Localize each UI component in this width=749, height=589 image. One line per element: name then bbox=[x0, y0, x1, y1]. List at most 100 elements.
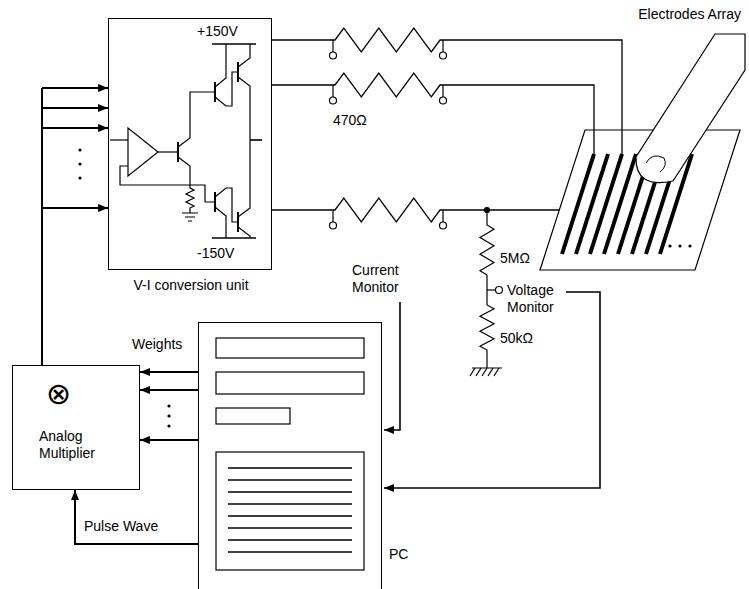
supply-label: -150V bbox=[197, 245, 234, 262]
multiplier-title-slot: Analog Multiplier bbox=[39, 428, 131, 462]
pc-panel bbox=[216, 408, 290, 424]
signal-connector bbox=[75, 490, 198, 544]
ellipsis-dot bbox=[678, 244, 681, 247]
pc-caption-slot: PC bbox=[389, 546, 408, 563]
transistor-symbol bbox=[237, 62, 239, 82]
current-monitor-arrow bbox=[384, 302, 400, 430]
circuit-wire bbox=[215, 72, 238, 106]
resistor-value: 5MΩ bbox=[500, 250, 530, 267]
terminal-circle bbox=[330, 52, 337, 59]
monitor-label-slot: Voltage Monitor bbox=[507, 282, 569, 316]
monitor-wires bbox=[384, 292, 600, 488]
connector-line bbox=[272, 198, 559, 222]
connector-line bbox=[42, 127, 108, 129]
voltage-monitor-arrow bbox=[384, 292, 600, 488]
ellipsis-dot bbox=[78, 148, 81, 151]
transistor-symbol bbox=[214, 82, 216, 102]
edge-label-slot: Weights bbox=[130, 336, 184, 353]
finger-illustration bbox=[636, 34, 745, 183]
pc-caption: PC bbox=[389, 546, 408, 563]
test-terminals bbox=[330, 40, 447, 229]
multiplier-box: ⊗ Analog Multiplier bbox=[12, 365, 140, 490]
voltage-divider bbox=[470, 208, 503, 377]
circuit-wire bbox=[238, 227, 250, 238]
ellipsis-dot bbox=[167, 414, 170, 417]
connector-line bbox=[140, 371, 198, 373]
pc-panels bbox=[216, 338, 364, 570]
ellipsis-dot bbox=[78, 162, 81, 165]
supply-rail bbox=[212, 237, 256, 239]
screen-lines bbox=[228, 468, 352, 552]
edge-label: Pulse Wave bbox=[82, 518, 160, 535]
multiply-symbol: ⊗ bbox=[46, 378, 71, 410]
ellipsis-dot bbox=[167, 424, 170, 427]
pc-panel bbox=[216, 372, 364, 394]
unit-caption: V-I conversion unit bbox=[99, 277, 283, 294]
resistor-symbol bbox=[186, 185, 194, 213]
resistor-value: 470Ω bbox=[333, 112, 367, 129]
transistor-symbol bbox=[177, 142, 179, 162]
ground-symbol bbox=[182, 213, 198, 221]
signal-connector bbox=[272, 28, 622, 222]
electrode-plate bbox=[540, 34, 745, 270]
terminal-circle bbox=[440, 222, 447, 229]
supply-label-slot: +150V bbox=[197, 23, 238, 40]
vi-circuit bbox=[110, 44, 262, 238]
resistor-value-slot: 5MΩ bbox=[500, 250, 530, 267]
terminal-circle bbox=[330, 97, 337, 104]
circuit-wire bbox=[178, 92, 215, 147]
ellipsis-dot bbox=[668, 244, 671, 247]
vi-conversion-box: +150V-150VV-I conversion unit bbox=[108, 18, 272, 270]
connector-line bbox=[140, 389, 198, 391]
terminal-circle bbox=[496, 287, 503, 294]
resistor-value-slot: 50kΩ bbox=[500, 330, 533, 347]
array-caption-slot: Electrodes Array bbox=[638, 6, 741, 23]
signal-connector bbox=[140, 372, 198, 440]
monitor-label: Current Monitor bbox=[352, 262, 414, 296]
terminal-stub bbox=[333, 40, 443, 222]
connector-line bbox=[42, 107, 108, 109]
circuit-wire bbox=[178, 157, 215, 202]
circuit-wire bbox=[158, 151, 178, 152]
resistor-symbol bbox=[480, 210, 494, 368]
array-caption: Electrodes Array bbox=[638, 6, 741, 23]
terminal-circle bbox=[440, 97, 447, 104]
connector-line bbox=[41, 88, 43, 365]
multiply-symbol-slot: ⊗ bbox=[46, 378, 71, 410]
ellipsis-dot bbox=[78, 176, 81, 179]
ground-symbol bbox=[470, 368, 502, 376]
circuit-wire bbox=[110, 139, 128, 140]
resistor-value: 50kΩ bbox=[500, 330, 533, 347]
circuit-wire bbox=[238, 44, 250, 67]
circuit-wire bbox=[215, 44, 226, 87]
terminal-circle bbox=[440, 52, 447, 59]
multiplier-title: Analog Multiplier bbox=[39, 428, 131, 462]
connector-line bbox=[42, 207, 108, 209]
connector-line bbox=[75, 490, 198, 544]
edge-label: Weights bbox=[130, 336, 184, 353]
unit-caption-slot: V-I conversion unit bbox=[99, 277, 283, 294]
fingernail bbox=[646, 156, 665, 172]
circuit-wire bbox=[120, 166, 190, 185]
opamp-symbol bbox=[128, 128, 158, 176]
connector-line bbox=[272, 73, 594, 154]
resistor-value-slot: 470Ω bbox=[333, 112, 367, 129]
monitor-label-slot: Current Monitor bbox=[352, 262, 414, 296]
edge-label-slot: Pulse Wave bbox=[82, 518, 160, 535]
output-line bbox=[250, 139, 262, 141]
supply-label: +150V bbox=[197, 23, 238, 40]
connector-line bbox=[272, 28, 622, 154]
ellipsis-dot bbox=[688, 244, 691, 247]
supply-label-slot: -150V bbox=[197, 245, 234, 262]
pc-box: PC bbox=[198, 322, 382, 589]
signal-connector bbox=[42, 88, 108, 365]
supply-rail bbox=[212, 43, 256, 45]
ellipsis-dot bbox=[167, 404, 170, 407]
circuit-wire bbox=[238, 77, 250, 217]
circuit-wire bbox=[215, 207, 226, 238]
terminal-circle bbox=[330, 222, 337, 229]
transistor-symbol bbox=[214, 192, 216, 212]
monitor-label: Voltage Monitor bbox=[507, 282, 569, 316]
electrodes-array: Electrodes Array bbox=[530, 4, 745, 276]
